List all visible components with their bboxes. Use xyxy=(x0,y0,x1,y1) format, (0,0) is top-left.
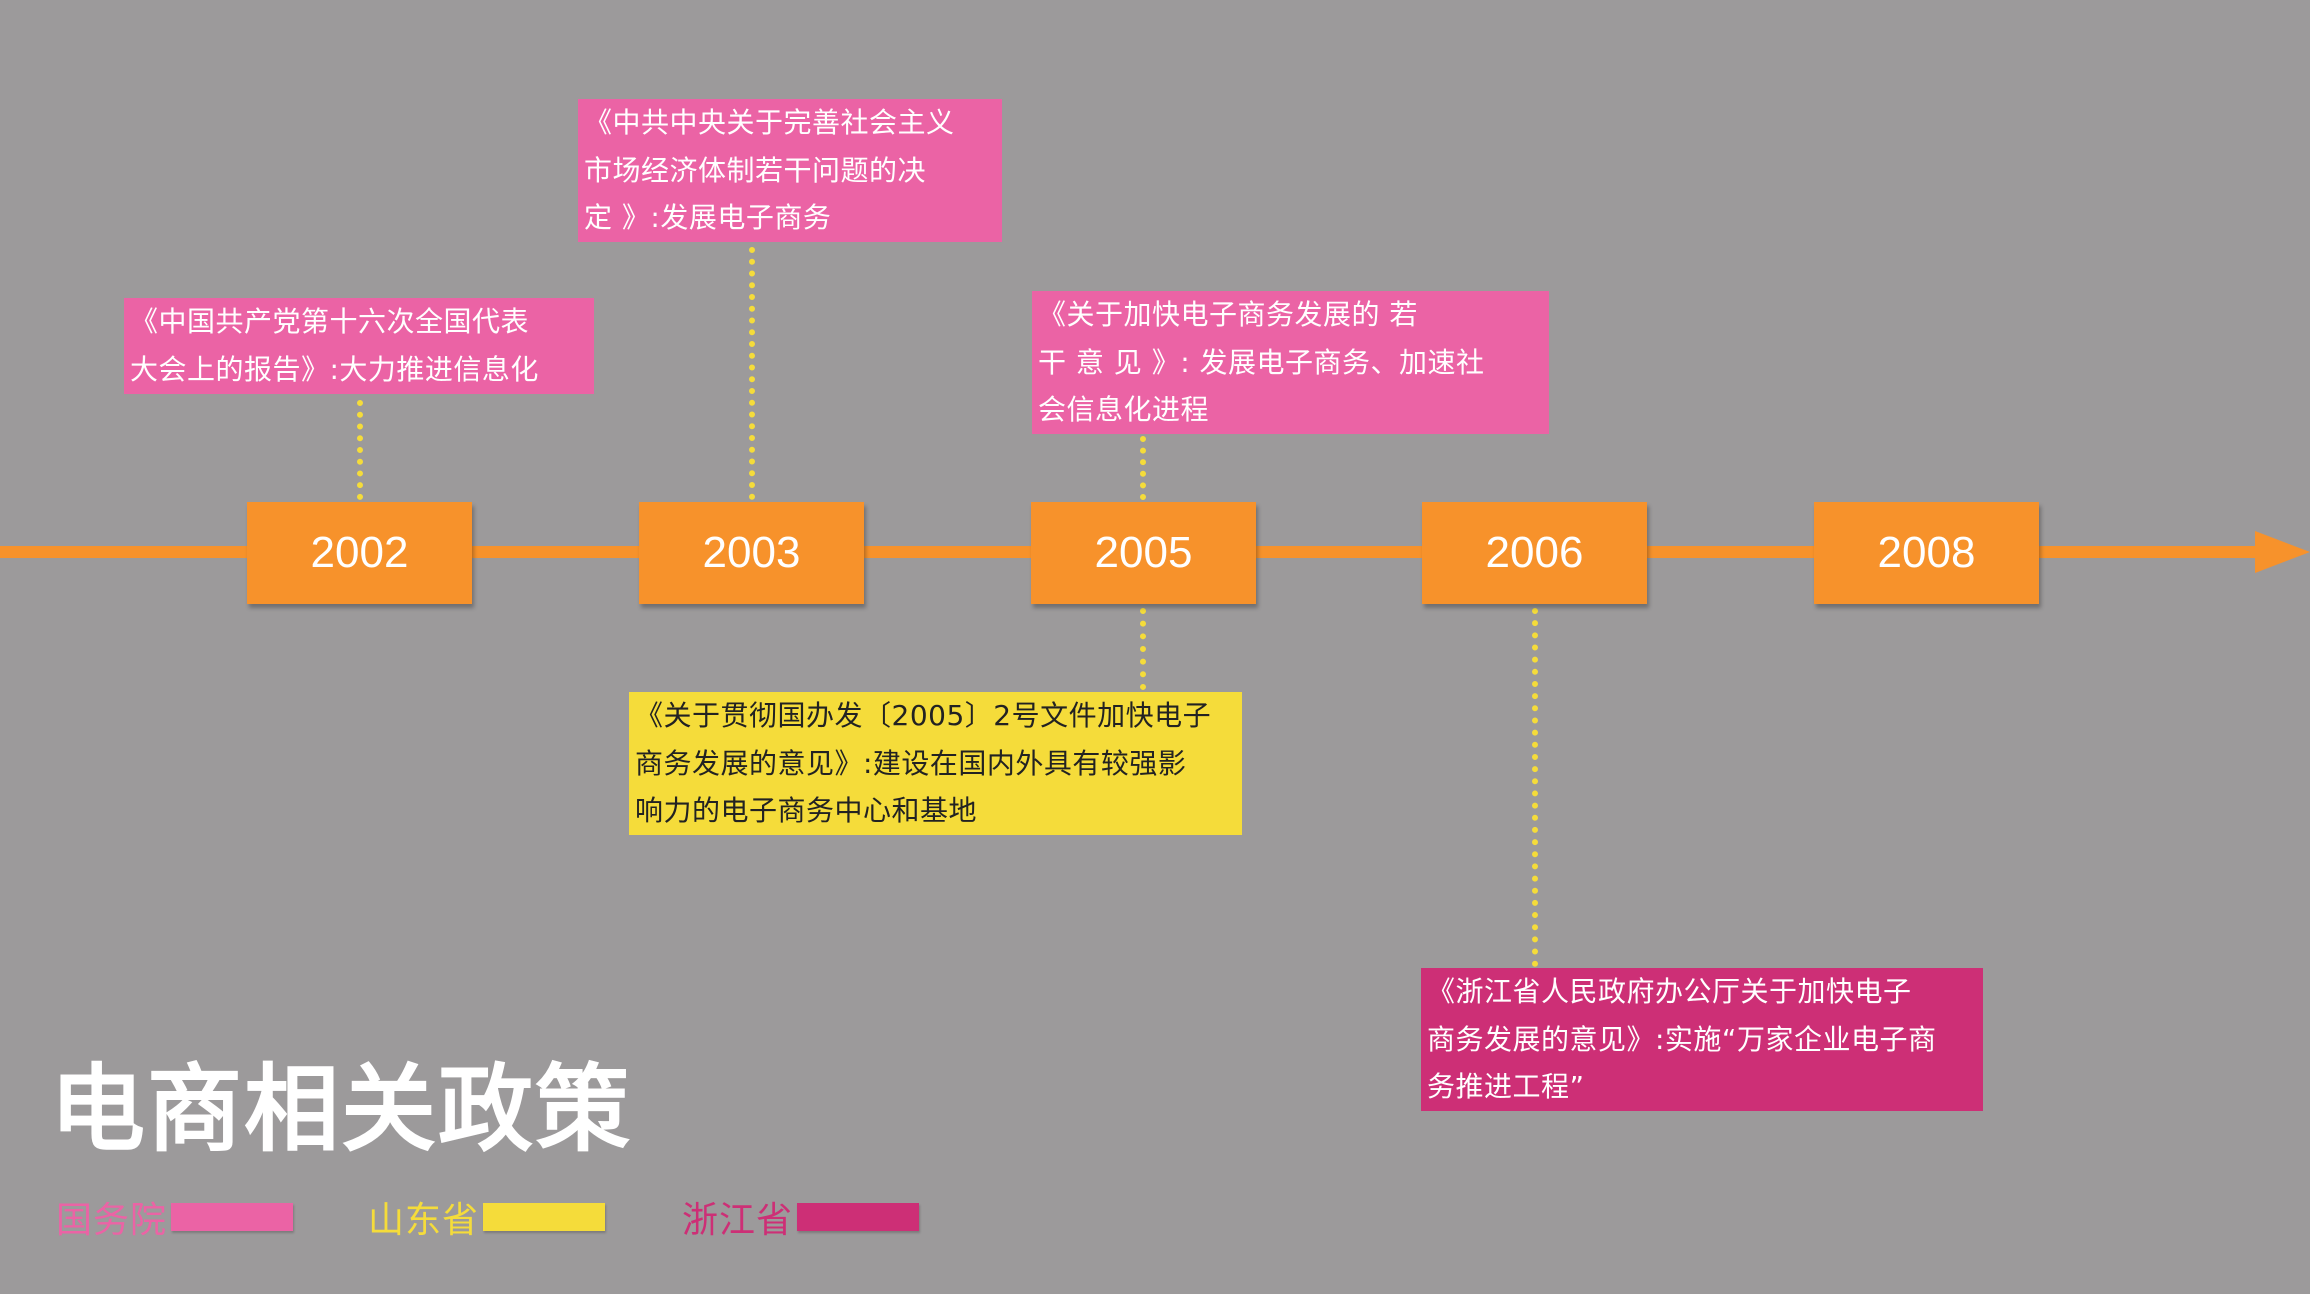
connector-2006 xyxy=(1532,608,1538,967)
policy-2005-state-council: 《关于加快电子商务发展的 若 干 意 见 》: 发展电子商务、加速社 会信息化进… xyxy=(1032,291,1549,434)
connector-2002 xyxy=(357,400,363,500)
legend-swatch xyxy=(483,1203,606,1231)
connector-2005-bottom xyxy=(1140,608,1146,690)
legend-label: 山东省 xyxy=(368,1200,480,1241)
year-box-2005: 2005 xyxy=(1031,502,1256,604)
connector-2005-top xyxy=(1140,436,1146,500)
legend-swatch xyxy=(797,1203,920,1231)
legend-item-state-council: 国务院 xyxy=(56,1192,294,1242)
policy-2003-state-council: 《中共中央关于完善社会主义 市场经济体制若干问题的决 定 》:发展电子商务 xyxy=(578,99,1002,242)
legend-swatch xyxy=(171,1203,294,1231)
legend-item-zhejiang: 浙江省 xyxy=(682,1192,920,1242)
timeline-arrow-head xyxy=(2255,531,2310,573)
policy-2006-zhejiang: 《浙江省人民政府办公厅关于加快电子 商务发展的意见》:实施“万家企业电子商 务推… xyxy=(1421,968,1983,1111)
policy-2005-shandong: 《关于贯彻国办发〔2005〕2号文件加快电子 商务发展的意见》:建设在国内外具有… xyxy=(629,692,1242,835)
connector-2003 xyxy=(749,247,755,500)
year-box-2002: 2002 xyxy=(247,502,472,604)
year-box-2008: 2008 xyxy=(1814,502,2039,604)
year-box-2003: 2003 xyxy=(639,502,864,604)
year-box-2006: 2006 xyxy=(1422,502,1647,604)
legend-item-shandong: 山东省 xyxy=(368,1192,606,1242)
legend-label: 浙江省 xyxy=(682,1200,794,1241)
policy-2002-state-council: 《中国共产党第十六次全国代表 大会上的报告》:大力推进信息化 xyxy=(124,298,594,394)
legend-label: 国务院 xyxy=(56,1200,168,1241)
page-title: 电商相关政策 xyxy=(50,1055,633,1165)
